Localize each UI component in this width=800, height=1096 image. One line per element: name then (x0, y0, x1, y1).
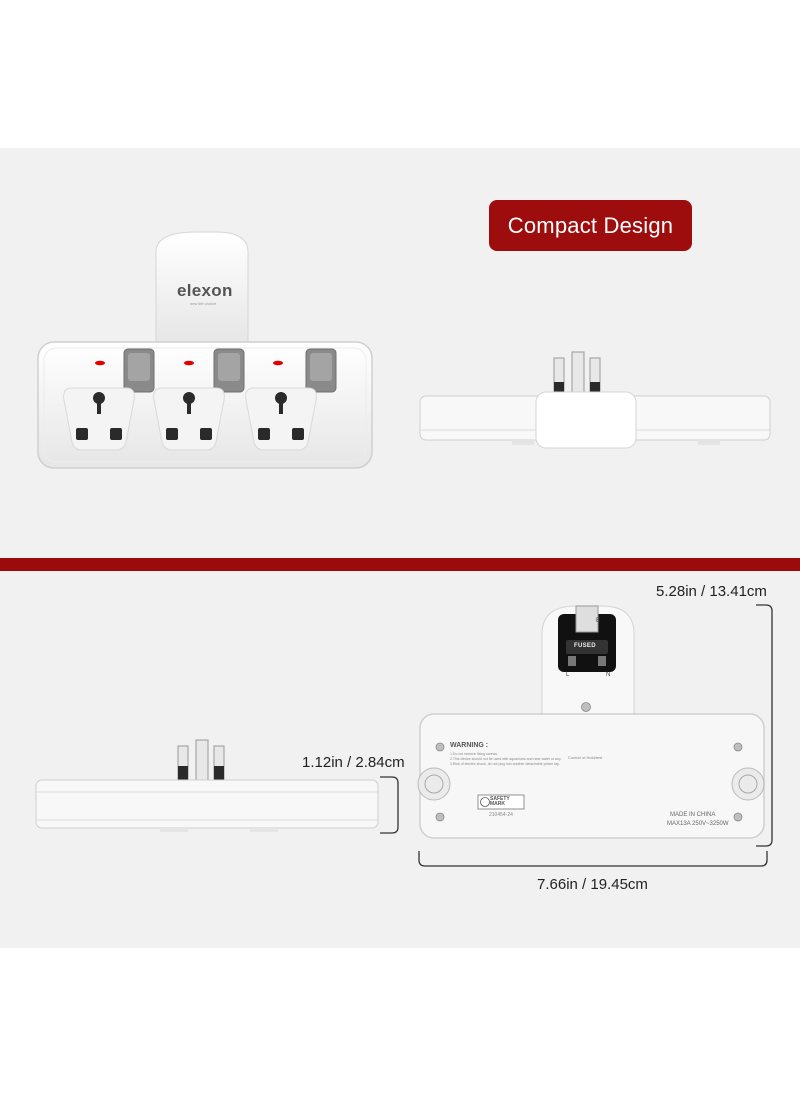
rocker-switches (123, 348, 337, 393)
control-note: Control of Hold/test (568, 755, 603, 760)
front-view-image (37, 231, 373, 469)
warning-line-1: 1.Do not remove fixing screws. (450, 752, 498, 756)
warning-line-2: 2.This device should not be used with aq… (450, 757, 562, 761)
height-bracket (756, 604, 773, 847)
depth-dimension-label: 1.12in / 2.84cm (302, 754, 405, 771)
fuse-label: FUSED (574, 643, 596, 649)
made-in-label: MADE IN CHINA (670, 812, 716, 818)
side-view-depth-image (35, 739, 379, 832)
universal-sockets (63, 387, 317, 451)
rating-label: MAX13A 250V~3250W (667, 821, 729, 827)
safety-mark: SAFETY MARK (490, 796, 510, 807)
back-view-image (417, 605, 765, 839)
section-divider (0, 558, 800, 571)
brand-logo: elexon (177, 281, 233, 300)
height-dimension-label: 5.28in / 13.41cm (656, 583, 767, 600)
width-dimension-label: 7.66in / 19.45cm (537, 876, 648, 893)
neutral-pin-label: N (606, 672, 611, 678)
cert-number: 210454-24 (489, 812, 513, 818)
side-view-image (419, 351, 771, 449)
compact-design-badge: Compact Design (489, 200, 692, 251)
width-bracket (418, 851, 768, 867)
warning-title: WARNING : (450, 742, 489, 749)
brand-tagline: new life choice (190, 301, 217, 306)
depth-bracket (380, 776, 399, 834)
indicator-lights (95, 360, 283, 366)
warning-line-3: 3.Risk of electric shock, do not plug in… (450, 762, 560, 766)
earth-pin-label: E (596, 618, 601, 624)
live-pin-label: L (566, 672, 570, 678)
